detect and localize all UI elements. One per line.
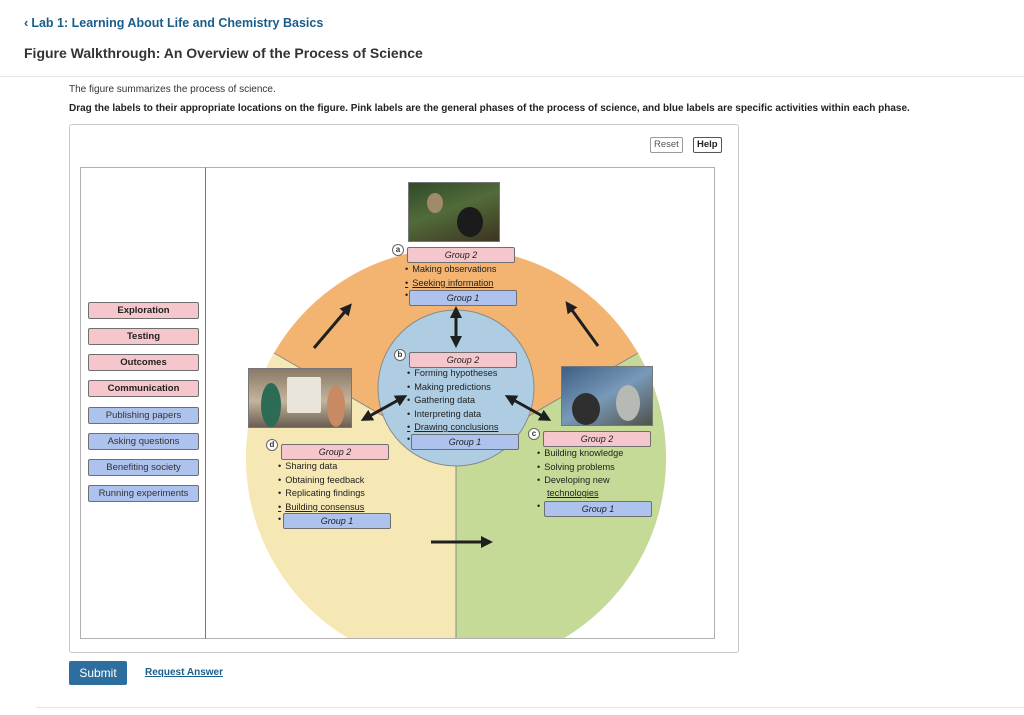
arrow-icon <box>360 395 408 421</box>
instructions-text: Drag the labels to their appropriate loc… <box>69 103 910 114</box>
list-item: Gathering data <box>407 394 498 408</box>
list-item: Drawing conclusions <box>407 421 498 435</box>
help-button[interactable]: Help <box>693 137 722 153</box>
drop-zone-group1[interactable]: Group 1 <box>409 290 517 306</box>
page-title: Figure Walkthrough: An Overview of the P… <box>24 45 423 61</box>
list-item: Making predictions <box>407 381 498 395</box>
intro-text: The figure summarizes the process of sci… <box>69 84 276 95</box>
submit-button[interactable]: Submit <box>69 661 127 685</box>
label-chip[interactable]: Outcomes <box>88 354 199 371</box>
chevron-left-icon: ‹ <box>24 15 29 30</box>
drop-zone-group2[interactable]: Group 2 <box>281 444 389 460</box>
label-chip[interactable]: Communication <box>88 380 199 397</box>
divider <box>36 707 1024 708</box>
arrow-icon <box>565 301 600 347</box>
label-bank: Exploration Testing Outcomes Communicati… <box>80 167 206 639</box>
marker-c: c <box>528 428 540 440</box>
list-item: Forming hypotheses <box>407 367 498 381</box>
bullet-list-c: Building knowledge Solving problems Deve… <box>537 447 623 488</box>
bullet-icon: • <box>405 290 409 300</box>
drop-zone-group2[interactable]: Group 2 <box>407 247 515 263</box>
drop-zone-group1[interactable]: Group 1 <box>544 501 652 517</box>
bullet-icon: • <box>278 514 282 524</box>
bullet-icon: • <box>537 501 541 511</box>
divider <box>0 76 1024 77</box>
drop-zone-group2[interactable]: Group 2 <box>409 352 517 368</box>
label-chip[interactable]: Publishing papers <box>88 407 199 424</box>
bullet-icon: • <box>407 434 411 444</box>
request-answer-link[interactable]: Request Answer <box>145 667 223 678</box>
list-item: Building consensus <box>278 501 365 515</box>
list-item: Seeking information <box>405 277 496 291</box>
list-item: Obtaining feedback <box>278 474 365 488</box>
marker-d: d <box>266 439 278 451</box>
label-chip[interactable]: Asking questions <box>88 433 199 450</box>
photo-icon <box>408 182 500 242</box>
list-item: Sharing data <box>278 460 365 474</box>
label-chip[interactable]: Running experiments <box>88 485 199 502</box>
label-chip[interactable]: Benefiting society <box>88 459 199 476</box>
bullet-list-a: Making observations Seeking information <box>405 263 496 290</box>
photo-icon <box>561 366 653 426</box>
drop-zone-group1[interactable]: Group 1 <box>283 513 391 529</box>
arrow-icon <box>504 395 552 421</box>
list-item: Making observations <box>405 263 496 277</box>
list-item: Replicating findings <box>278 487 365 501</box>
list-item: Building knowledge <box>537 447 623 461</box>
marker-b: b <box>394 349 406 361</box>
activity-panel: Reset Help Exploration Testing Outcomes … <box>69 124 739 653</box>
back-link-label: Lab 1: Learning About Life and Chemistry… <box>31 15 324 30</box>
arrow-icon <box>312 303 352 349</box>
label-chip[interactable]: Exploration <box>88 302 199 319</box>
label-chip[interactable]: Testing <box>88 328 199 345</box>
reset-button[interactable]: Reset <box>650 137 683 153</box>
bullet-list-b: Forming hypotheses Making predictions Ga… <box>407 367 498 435</box>
bullet-list-d: Sharing data Obtaining feedback Replicat… <box>278 460 365 514</box>
list-item-continued: technologies <box>547 488 599 498</box>
photo-icon <box>248 368 352 428</box>
process-figure: a Group 2 Making observations Seeking in… <box>205 167 715 639</box>
list-item: Interpreting data <box>407 408 498 422</box>
drop-zone-group2[interactable]: Group 2 <box>543 431 651 447</box>
list-item: Developing new <box>537 474 623 488</box>
marker-a: a <box>392 244 404 256</box>
back-link[interactable]: ‹ Lab 1: Learning About Life and Chemist… <box>24 15 323 30</box>
drop-zone-group1[interactable]: Group 1 <box>411 434 519 450</box>
list-item: Solving problems <box>537 461 623 475</box>
